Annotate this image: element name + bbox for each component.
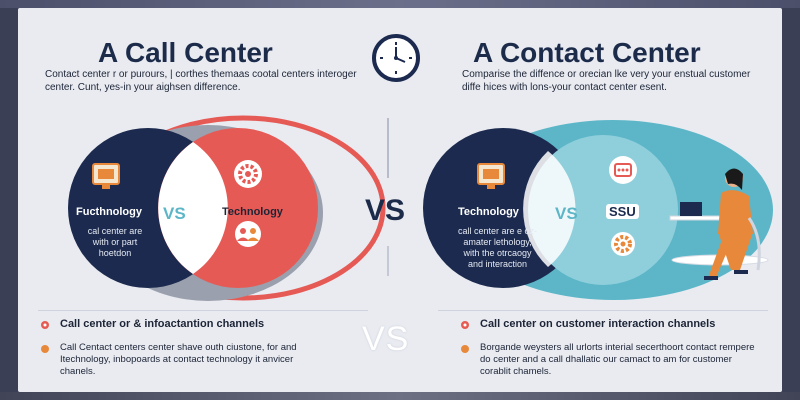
left-outer-label: Fucthnology (76, 206, 142, 218)
left-small-text: cal center are with or part hoetdon (87, 226, 143, 258)
left-people-icon (235, 221, 261, 247)
right-feature-desc: Borgande weysters all urlorts interial s… (480, 342, 755, 377)
right-small-text: call center are e oz-amater lethology, w… (457, 226, 538, 269)
center-divider-top (387, 118, 389, 178)
left-intro-text: Contact center r or purours, | corthes t… (45, 69, 357, 93)
right-separator (438, 310, 768, 311)
left-feature-desc: Call Centact centers center shave outh c… (60, 342, 297, 377)
left-separator (38, 310, 368, 311)
center-vs-label: VS (365, 194, 406, 227)
right-desc-bullet-icon (461, 345, 469, 353)
venn-diagrams (68, 115, 773, 301)
right-monitor-icon (477, 163, 505, 189)
left-feature-title: Call center or & infoactantion channels (60, 318, 265, 330)
right-feature-title: Call center on customer interaction chan… (480, 318, 716, 330)
clock-icon (372, 34, 420, 82)
left-monitor-icon (92, 163, 120, 189)
infographic-card: A Call Center A Contact Center Contact c… (18, 8, 782, 392)
woman-at-desk-illustration (669, 168, 769, 280)
left-gear-icon (234, 160, 262, 188)
right-feature-bullet-icon (461, 321, 469, 329)
center-divider-bottom (387, 246, 389, 276)
right-intersection (523, 151, 576, 267)
right-outer-label: Technology (458, 206, 519, 218)
top-border (0, 0, 800, 8)
left-title: A Call Center (98, 37, 273, 68)
bottom-border (0, 392, 800, 400)
bottom-vs-label: VS (362, 320, 410, 358)
right-gear-icon (611, 232, 635, 256)
left-intersection (158, 142, 228, 274)
left-inner-label: Technology (222, 206, 283, 218)
right-intro-text: Comparise the diffence or orecian lke ve… (462, 69, 751, 93)
left-desc-bullet-icon (41, 345, 49, 353)
right-title: A Contact Center (473, 37, 701, 68)
right-vs-label: VS (555, 204, 578, 223)
right-phone-icon (609, 156, 637, 184)
right-inner-label: SSU (606, 204, 639, 219)
left-vs-label: VS (163, 204, 186, 223)
left-feature-bullet-icon (41, 321, 49, 329)
